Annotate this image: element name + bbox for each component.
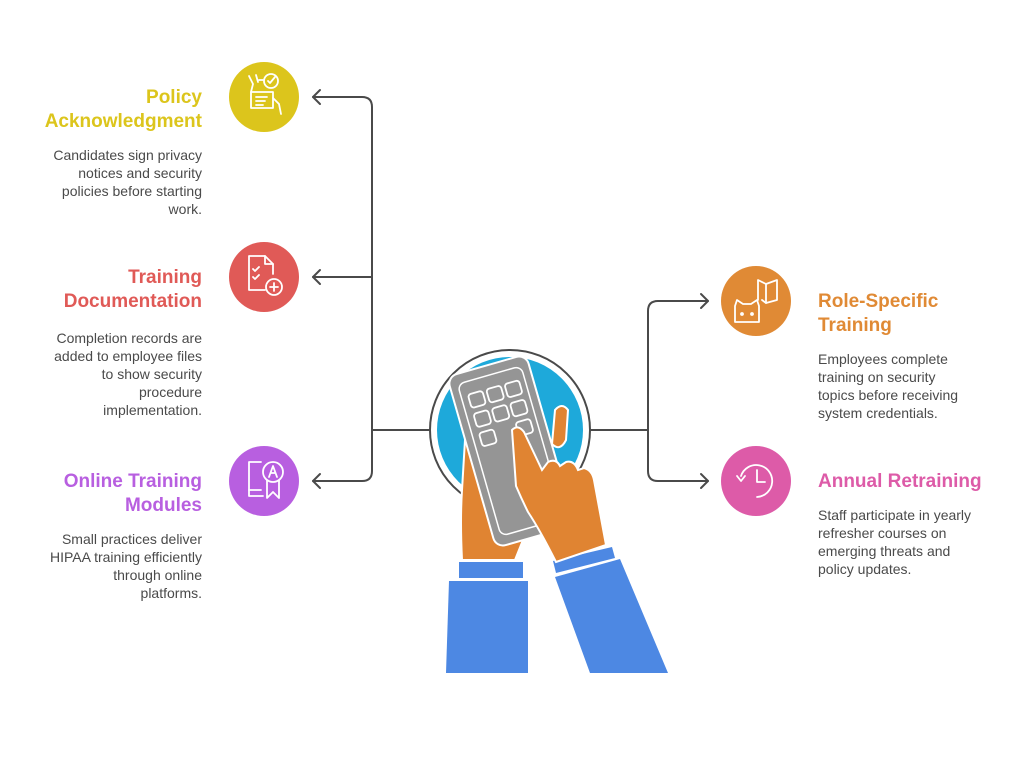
item-title-annual-retraining: Annual Retraining bbox=[818, 471, 982, 492]
arrow-left-2 bbox=[312, 269, 321, 285]
item-title-policy-acknowledgment: Policy Acknowledgment bbox=[44, 87, 202, 132]
item-desc-annual-retraining: Staff participate in yearly refresher co… bbox=[818, 507, 972, 577]
robot-book-icon bbox=[721, 266, 791, 336]
arrow-right-1 bbox=[700, 293, 709, 309]
right-hand bbox=[510, 426, 608, 564]
certificate-badge-icon bbox=[229, 446, 299, 516]
arrow-left-1 bbox=[312, 89, 321, 105]
item-desc-training-documentation: Completion records are added to employee… bbox=[54, 330, 202, 418]
document-add-icon bbox=[229, 242, 299, 312]
policy-document-check-icon bbox=[229, 62, 299, 132]
right-hand-finger bbox=[550, 405, 570, 449]
item-title-online-training-modules: Online Training Modules bbox=[63, 471, 202, 516]
left-branch-line bbox=[312, 96, 373, 482]
right-sleeve-cuff bbox=[553, 547, 615, 573]
left-sleeve-lower bbox=[446, 581, 528, 673]
item-desc-role-specific-training: Employees complete training on security … bbox=[818, 351, 959, 421]
clock-history-icon bbox=[721, 446, 791, 516]
right-sleeve-lower bbox=[555, 559, 668, 673]
arrow-right-2 bbox=[700, 473, 709, 489]
right-branch-line bbox=[647, 300, 709, 482]
item-title-role-specific-training: Role-Specific Training bbox=[818, 291, 939, 336]
left-sleeve bbox=[459, 562, 523, 578]
item-desc-policy-acknowledgment: Candidates sign privacy notices and secu… bbox=[53, 147, 202, 217]
item-title-training-documentation: Training Documentation bbox=[63, 267, 202, 312]
arrow-left-3 bbox=[312, 473, 321, 489]
item-desc-online-training-modules: Small practices deliver HIPAA training e… bbox=[49, 531, 202, 601]
